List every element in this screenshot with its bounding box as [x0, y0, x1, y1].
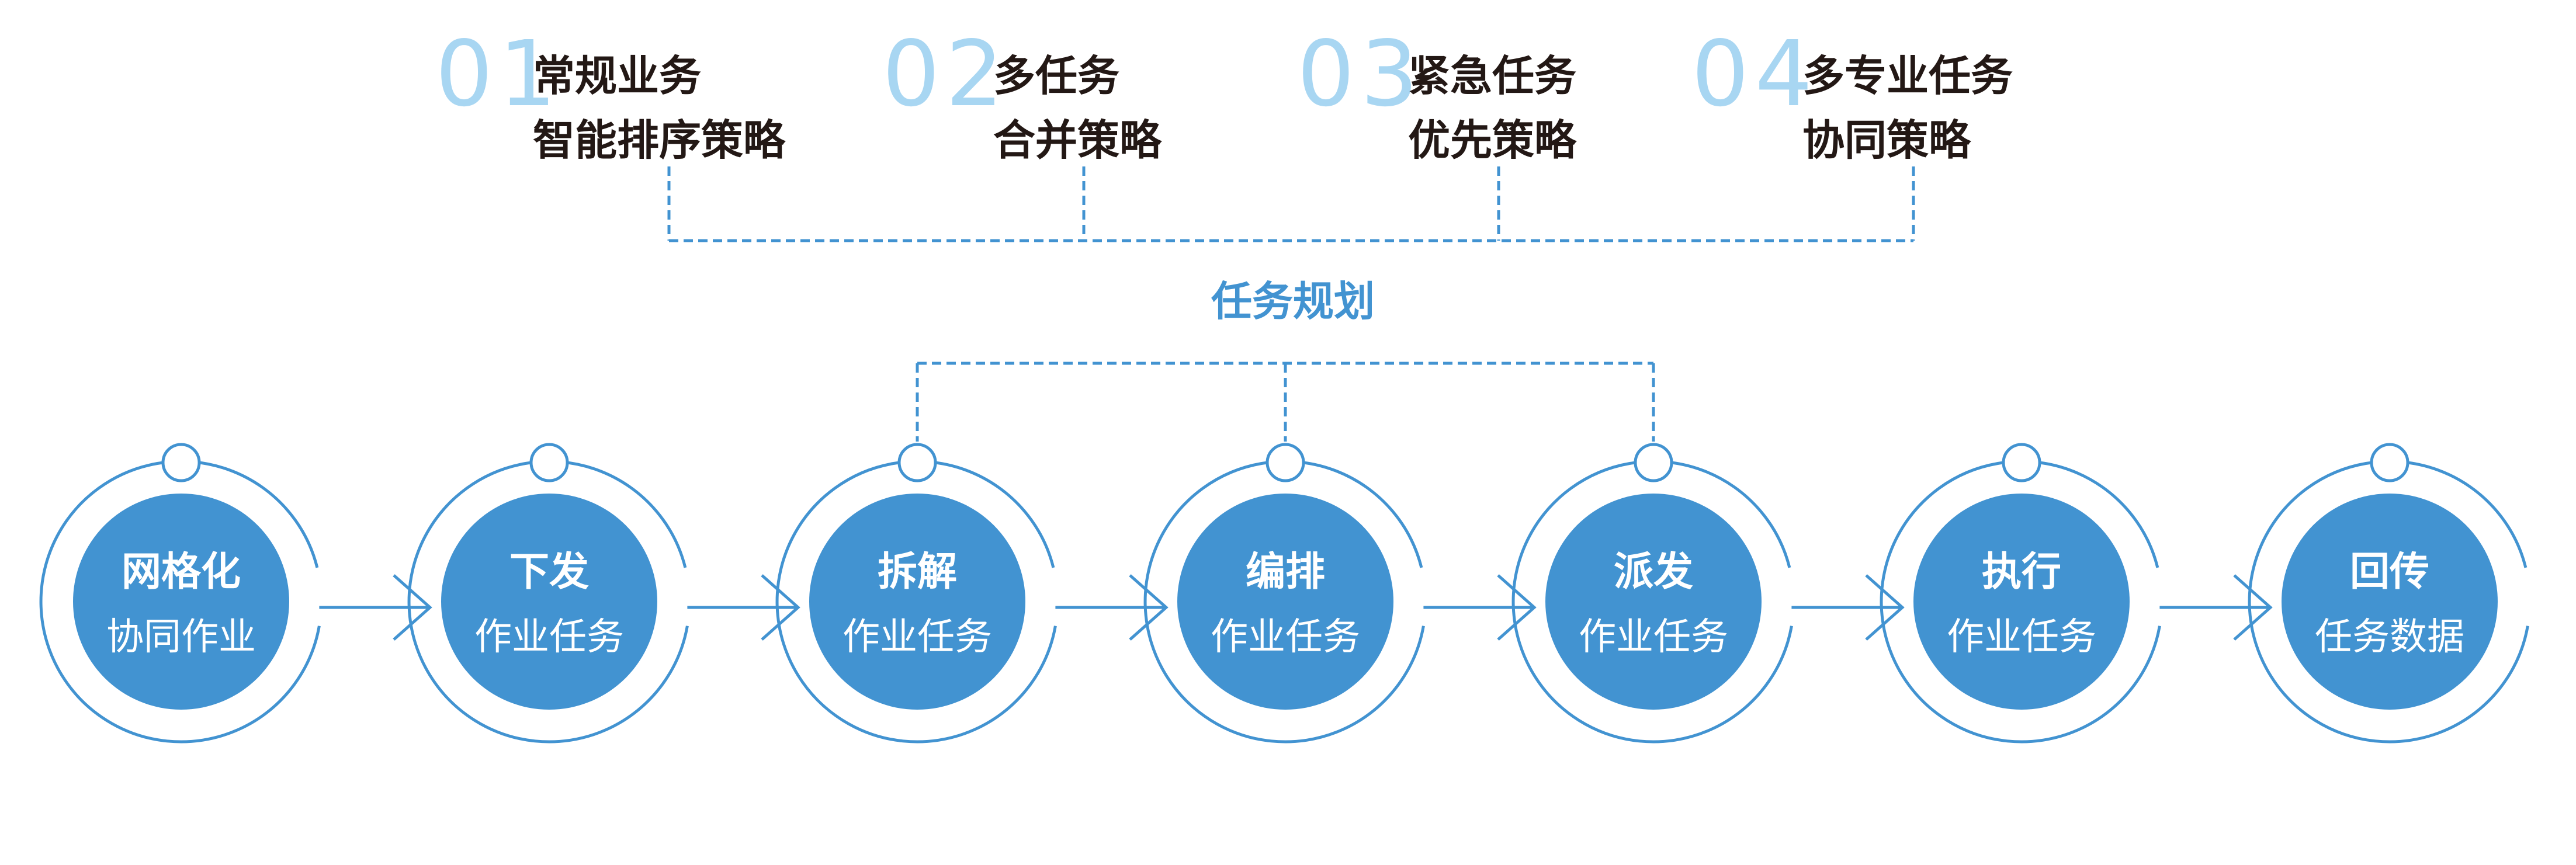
- step-title: 下发: [509, 549, 589, 595]
- step-ring: [1511, 460, 1793, 744]
- strategy-title: 紧急任务: [1408, 51, 1576, 100]
- flow-arrow: [1055, 574, 1169, 641]
- step-title: 网格化: [122, 549, 241, 595]
- strategy-number: 02: [882, 21, 1009, 127]
- step-subtitle: 作业任务: [1211, 616, 1360, 659]
- step-ring: [407, 460, 689, 744]
- strategy-title: 常规业务: [533, 51, 701, 100]
- step-subtitle: 任务数据: [2315, 616, 2464, 659]
- ring-knob: [1266, 443, 1305, 482]
- process-steps: 网格化协同作业下发作业任务拆解作业任务编排作业任务派发作业任务执行作业任务回传任…: [39, 443, 2529, 744]
- step-disk: [809, 494, 1025, 710]
- step-disk: [1913, 494, 2130, 710]
- strategy-number: 03: [1297, 21, 1424, 127]
- ring-knob: [2002, 443, 2041, 482]
- flow-arrow: [319, 574, 432, 641]
- ring-knob: [161, 443, 201, 482]
- step-title: 编排: [1246, 549, 1325, 595]
- step-subtitle: 作业任务: [1579, 616, 1728, 659]
- step-ring: [39, 460, 321, 744]
- step-subtitle: 作业任务: [474, 616, 624, 659]
- ring-knob: [529, 443, 569, 482]
- strategy-subtitle: 协同策略: [1802, 116, 1972, 165]
- strategy-title: 多任务: [993, 51, 1119, 100]
- task-planning-label: 任务规划: [1211, 277, 1375, 325]
- ring-knob: [2370, 443, 2409, 482]
- flow-arrow: [1791, 574, 1905, 641]
- connector-group: [667, 166, 1915, 442]
- strategy-number: 04: [1691, 21, 1818, 127]
- strategy-subtitle: 优先策略: [1408, 116, 1578, 165]
- step-disk: [2282, 494, 2498, 710]
- step-title: 拆解: [878, 549, 957, 595]
- flow-arrow: [1423, 574, 1537, 641]
- step-disk: [441, 494, 657, 710]
- step-title: 执行: [1982, 549, 2061, 595]
- strategy-title: 多专业任务: [1802, 51, 2013, 100]
- strategy-subtitle: 智能排序策略: [533, 116, 786, 165]
- strategy-subtitle: 合并策略: [993, 116, 1163, 165]
- step-subtitle: 作业任务: [1947, 616, 2096, 659]
- strategy-number: 01: [435, 21, 562, 127]
- step-title: 回传: [2350, 549, 2429, 595]
- step-title: 派发: [1614, 549, 1693, 595]
- step-disk: [73, 494, 289, 710]
- step-subtitle: 协同作业: [106, 616, 256, 659]
- step-ring: [1143, 460, 1425, 744]
- ring-knob: [1634, 443, 1673, 482]
- step-disk: [1545, 494, 1762, 710]
- step-ring: [2248, 460, 2529, 744]
- step-ring: [775, 460, 1057, 744]
- flow-arrow: [687, 574, 800, 641]
- ring-knob: [897, 443, 937, 482]
- step-ring: [1880, 460, 2161, 744]
- step-disk: [1177, 494, 1393, 710]
- flow-arrow: [2159, 574, 2273, 641]
- step-subtitle: 作业任务: [843, 616, 992, 659]
